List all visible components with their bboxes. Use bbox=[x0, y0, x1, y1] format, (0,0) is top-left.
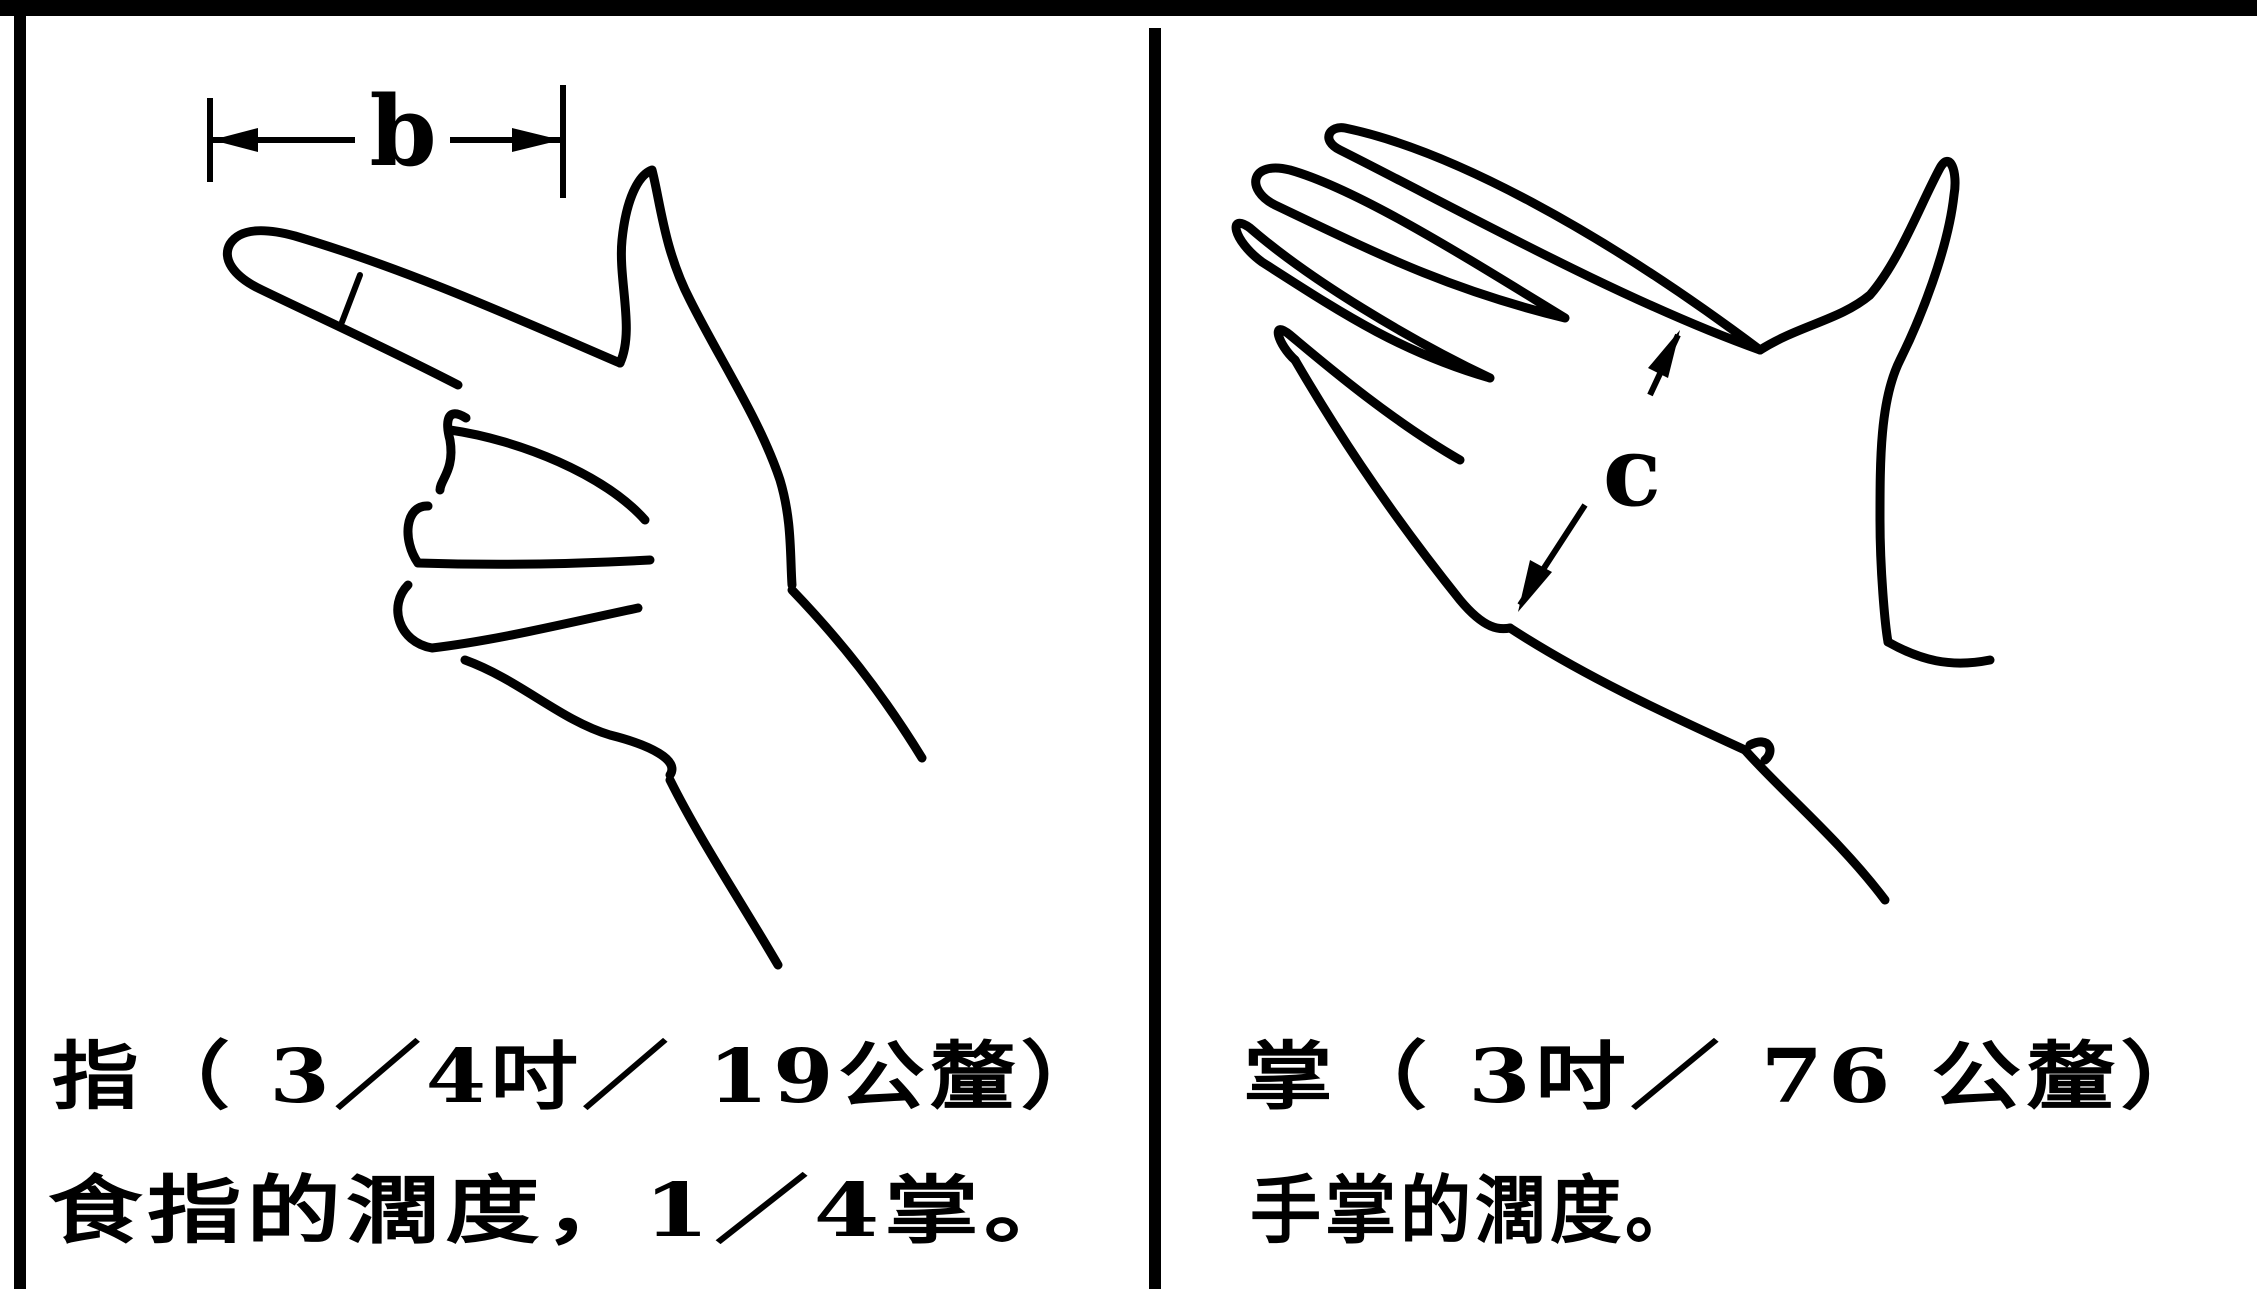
dimension-b bbox=[207, 85, 566, 198]
open-hand-drawing bbox=[1231, 123, 1995, 905]
thumb-outline bbox=[615, 165, 797, 590]
index-finger-nail-line bbox=[339, 272, 363, 325]
pointing-hand-drawing bbox=[222, 165, 927, 970]
dimension-c-arrow-top bbox=[1648, 330, 1680, 378]
label-b: b bbox=[369, 75, 436, 188]
caption-right-line2: 手掌的濶度。 bbox=[1250, 1168, 1700, 1254]
middle-finger-outline bbox=[1251, 163, 1570, 323]
dimension-c bbox=[1517, 330, 1681, 612]
dimension-c-arrow-bottom bbox=[1518, 560, 1552, 612]
ring-finger-curl bbox=[403, 501, 655, 569]
caption-left-line1: 指（ 3／4吋／ 19公釐） bbox=[52, 1034, 1112, 1120]
dimension-b-arrow-left bbox=[212, 128, 258, 152]
caption-right-line1: 掌（ 3吋／ 76 公釐） bbox=[1243, 1034, 2215, 1120]
left-panel: b 指（ 3／4吋／ 19公釐） 食指的濶度，1／4掌。 bbox=[48, 75, 1112, 1254]
index-finger-outline bbox=[222, 226, 625, 390]
thumb-web-outline bbox=[1883, 637, 1995, 668]
dimension-b-arrow-right bbox=[512, 128, 561, 152]
right-panel: c 掌（ 3吋／ 76 公釐） 手掌的濶度。 bbox=[1231, 123, 2215, 1254]
ring-finger-outline bbox=[1231, 218, 1495, 383]
middle-finger-curl bbox=[445, 425, 650, 525]
index-finger-outline bbox=[1324, 123, 1765, 355]
palm-lower-contour bbox=[460, 655, 677, 780]
back-of-hand-line bbox=[787, 585, 927, 763]
label-c: c bbox=[1603, 415, 1661, 528]
palm-heel-contour bbox=[1505, 623, 1750, 755]
wrist-line bbox=[665, 775, 783, 970]
wrist-line bbox=[1740, 745, 1890, 905]
wrist-crease bbox=[1745, 737, 1775, 765]
thumb-outline bbox=[1755, 156, 1960, 647]
palm-outer-edge bbox=[1290, 355, 1515, 634]
little-finger-curl bbox=[393, 580, 643, 653]
little-finger-outline bbox=[1273, 325, 1465, 465]
caption-left-line2: 食指的濶度，1／4掌。 bbox=[48, 1168, 1083, 1254]
curled-fingers-outline bbox=[435, 409, 471, 495]
